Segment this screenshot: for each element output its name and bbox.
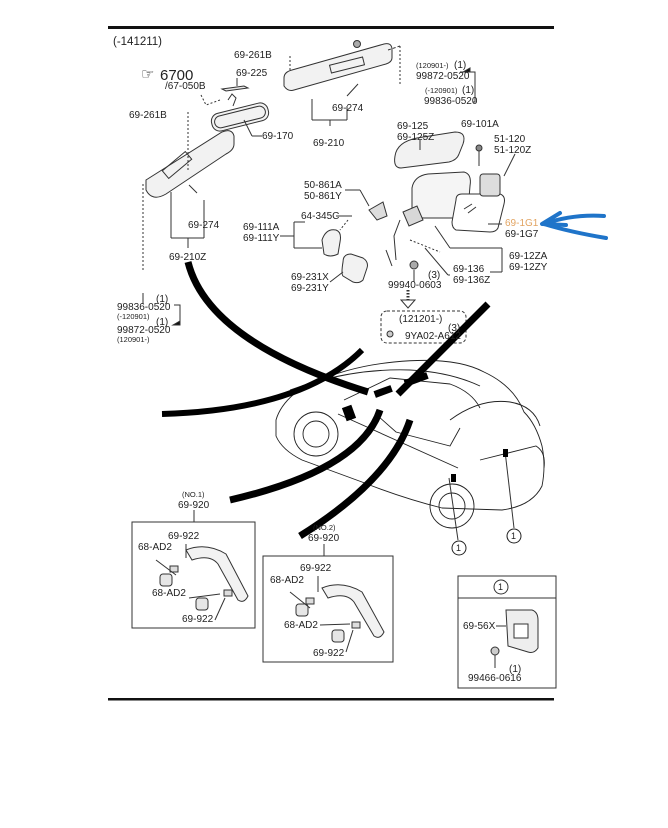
part-label[interactable]: 69-210Z — [169, 252, 207, 263]
part-label[interactable]: 69-125 — [397, 121, 429, 132]
callout-marker-right — [506, 528, 522, 544]
switch-drawing — [341, 253, 368, 284]
part-label[interactable]: 69-274 — [188, 220, 220, 231]
qty-note: (1) — [156, 294, 169, 305]
bracket-drawing — [220, 85, 250, 92]
part-label[interactable]: 69-56X — [463, 621, 496, 632]
part-label[interactable]: 51-120Z — [494, 145, 532, 156]
part-label[interactable]: 99836-0520 — [117, 302, 171, 313]
part-label[interactable]: 68-AD2 — [270, 575, 304, 586]
date-note: (-120901) — [117, 312, 150, 321]
sunvisor-right-drawing — [283, 40, 401, 126]
header-code: (-141211) — [113, 36, 163, 48]
part-label[interactable]: 69-920 — [308, 533, 340, 544]
part-label[interactable]: 69-922 — [182, 614, 214, 625]
part-label[interactable]: 69-210 — [313, 138, 345, 149]
callout-marker-label[interactable]: 1 — [511, 531, 517, 541]
swoosh-grip-no1 — [229, 408, 384, 504]
door-mirror-drawing — [385, 131, 516, 282]
swoosh-sunvisor-left — [184, 261, 370, 396]
part-label[interactable]: 99466-0616 — [468, 673, 522, 684]
date-note: (120901-) — [117, 335, 150, 344]
swoosh-mirror — [395, 301, 491, 397]
hand-pointer-icon: ☞ — [141, 66, 155, 83]
grip-no2-box — [262, 555, 394, 663]
date-note: (120901-) — [416, 61, 449, 70]
part-label[interactable]: 69-261B — [129, 110, 167, 121]
top-rule — [108, 26, 554, 29]
part-label[interactable]: 69-125Z — [397, 132, 435, 143]
part-label[interactable]: 68-AD2 — [284, 620, 318, 631]
bottom-rule — [108, 698, 554, 701]
qty-note: (1) — [156, 317, 169, 328]
callout-box — [457, 575, 557, 689]
part-label[interactable]: 69-922 — [168, 531, 200, 542]
part-label[interactable]: 69-170 — [262, 131, 294, 142]
date-note: (-120901) — [425, 86, 458, 95]
part-label[interactable]: 99872-0520 — [416, 71, 470, 82]
part-label[interactable]: 50-861Y — [304, 191, 342, 202]
part-label[interactable]: 9YA02-A612 — [405, 331, 461, 342]
cover-left-drawing — [321, 229, 341, 257]
part-label[interactable]: 69-1G7 — [505, 229, 539, 240]
part-label[interactable]: 69-922 — [313, 648, 345, 659]
mirror-mark-on-car — [341, 404, 357, 422]
part-label[interactable]: 69-12ZA — [509, 251, 548, 262]
callout-box-marker: 1 — [498, 582, 504, 592]
part-label[interactable]: 99940-0603 — [388, 280, 442, 291]
part-label[interactable]: 69-101A — [461, 119, 499, 130]
part-label[interactable]: 69-922 — [300, 563, 332, 574]
grip-title: (NO.2) — [313, 523, 336, 532]
part-label[interactable]: 64-345C — [301, 211, 340, 222]
part-label[interactable]: 69-136Z — [453, 275, 491, 286]
swoosh-grip-no2 — [298, 418, 414, 539]
highlighted-part-label[interactable]: 69-1G1 — [505, 218, 539, 229]
reference-sub[interactable]: /67-050B — [165, 81, 206, 92]
qty-note: (1) — [454, 60, 467, 71]
grip-title: (NO.1) — [182, 490, 205, 499]
part-label[interactable]: 99872-0520 — [117, 325, 171, 336]
leader-swooshes — [161, 261, 491, 539]
qty-note: (3) — [428, 270, 441, 281]
part-label[interactable]: 69-111Y — [243, 233, 280, 244]
part-label[interactable]: 69-920 — [178, 500, 210, 511]
callout-marker-label[interactable]: 1 — [456, 543, 462, 553]
qty-note: (1) — [462, 85, 475, 96]
part-label[interactable]: 69-261B — [234, 50, 272, 61]
rear-view-mirror-drawing — [210, 93, 270, 137]
swoosh-left-mid — [161, 347, 365, 417]
part-label[interactable]: 69-231X — [291, 272, 329, 283]
qty-note: (3) — [448, 323, 461, 334]
highlight-arrow — [540, 211, 608, 240]
part-label[interactable]: 69-136 — [453, 264, 485, 275]
part-label[interactable]: 50-861A — [304, 180, 342, 191]
part-label[interactable]: 69-111A — [243, 222, 280, 233]
garnish-drawing — [368, 201, 388, 221]
callout-marker-left — [451, 540, 467, 556]
part-label[interactable]: 69-12ZY — [509, 262, 548, 273]
part-label[interactable]: 69-274 — [332, 103, 364, 114]
part-label[interactable]: 51-120 — [494, 134, 526, 145]
part-label[interactable]: 69-231Y — [291, 283, 329, 294]
qty-note: (1) — [509, 664, 522, 675]
date-note: (121201-) — [399, 314, 443, 325]
part-label[interactable]: 99836-0520 — [424, 96, 478, 107]
part-label[interactable]: 68-AD2 — [152, 588, 186, 599]
sunvisor-left-drawing — [142, 112, 235, 270]
replacement-arrow — [399, 290, 417, 309]
part-label[interactable]: 69-225 — [236, 68, 268, 79]
part-label[interactable]: 68-AD2 — [138, 542, 172, 553]
reference-code[interactable]: 6700 — [160, 67, 194, 84]
